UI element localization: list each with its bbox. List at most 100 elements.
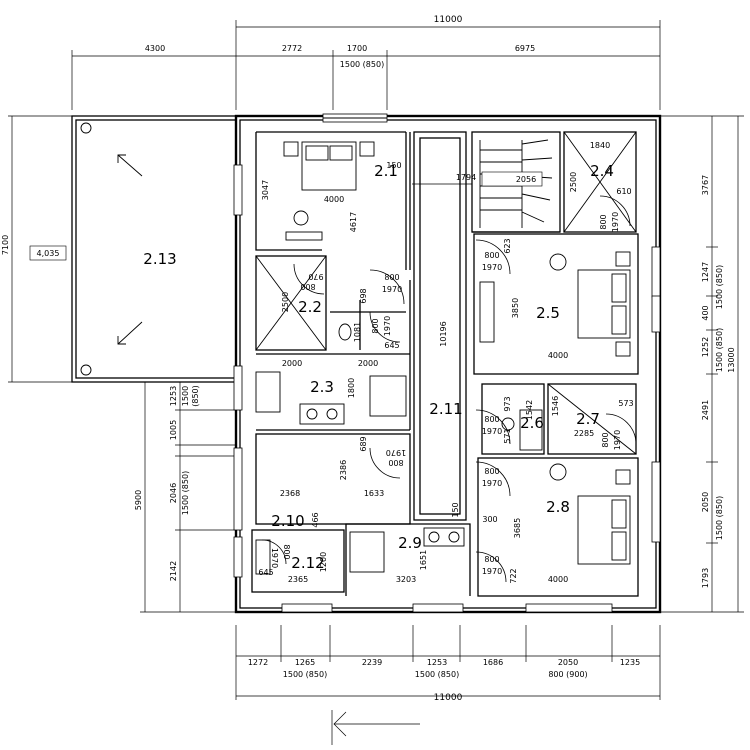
bottom-dim-7: 1235: [620, 658, 640, 667]
svg-text:800: 800: [599, 214, 608, 229]
svg-text:800: 800: [484, 415, 499, 424]
left-dim-window-1: 1500: [181, 386, 190, 406]
room-label-2-3: 2.3: [310, 378, 334, 396]
room-label-2-11: 2.11: [429, 400, 462, 418]
bottom-dim-2: 1265: [295, 658, 315, 667]
terrace-2-13: 2.13: [71, 115, 237, 383]
svg-text:1970: 1970: [611, 212, 620, 232]
right-overall-dim: 13000: [727, 347, 736, 372]
svg-text:150: 150: [386, 161, 401, 170]
svg-text:1970: 1970: [482, 263, 502, 272]
svg-text:1840: 1840: [590, 141, 610, 150]
svg-text:800: 800: [484, 467, 499, 476]
svg-text:2500: 2500: [569, 172, 578, 192]
left-dim-1: 1253: [169, 386, 178, 406]
svg-text:1200: 1200: [319, 552, 328, 572]
svg-text:571: 571: [503, 428, 512, 443]
right-dim-3: 400: [701, 305, 710, 320]
room-label-2-6: 2.6: [520, 414, 544, 432]
svg-text:(850): (850): [191, 385, 200, 407]
right-dim-6: 2050: [701, 492, 710, 512]
bottom-window-2: 1500 (850): [415, 670, 459, 679]
right-dim-1: 3767: [701, 175, 710, 195]
svg-text:3685: 3685: [513, 518, 522, 538]
svg-text:573: 573: [618, 399, 633, 408]
right-window-3: 1500 (850): [715, 496, 724, 540]
svg-text:1970: 1970: [386, 448, 406, 457]
svg-text:1651: 1651: [419, 550, 428, 570]
svg-text:1970: 1970: [482, 479, 502, 488]
svg-text:3047: 3047: [261, 180, 270, 200]
furniture: [255, 141, 631, 575]
bottom-dimensions: 1272 1265 2239 1253 1686 2050 1235 1500 …: [235, 625, 661, 745]
top-dim-4: 6975: [515, 44, 535, 53]
svg-text:4000: 4000: [548, 575, 568, 584]
svg-text:2365: 2365: [288, 575, 308, 584]
top-dim-1: 4300: [145, 44, 165, 53]
svg-text:1970: 1970: [613, 430, 622, 450]
room-labels: 2.1 2.2 2.3 2.4 2.5 2.6 2.7 2.8 2.9 2.10…: [271, 162, 614, 572]
right-dimensions: 13000 3767 1247 1500 (850) 400 1252 1500…: [660, 115, 744, 613]
top-dim-3: 1700: [347, 44, 367, 53]
svg-text:1633: 1633: [364, 489, 384, 498]
right-dim-4: 1252: [701, 337, 710, 357]
svg-text:689: 689: [359, 436, 368, 451]
svg-text:623: 623: [503, 238, 512, 253]
svg-text:2000: 2000: [358, 359, 378, 368]
svg-text:4617: 4617: [349, 212, 358, 232]
left-dim-window-2: 1500 (850): [181, 471, 190, 515]
svg-text:2285: 2285: [574, 429, 594, 438]
svg-text:3203: 3203: [396, 575, 416, 584]
svg-text:4000: 4000: [324, 195, 344, 204]
svg-text:1542: 1542: [525, 400, 534, 420]
svg-text:2386: 2386: [339, 460, 348, 480]
svg-text:722: 722: [509, 568, 518, 583]
bottom-dim-6: 2050: [558, 658, 578, 667]
left-dim-3: 2046: [169, 483, 178, 503]
svg-text:698: 698: [359, 288, 368, 303]
svg-text:4000: 4000: [548, 351, 568, 360]
svg-text:610: 610: [616, 187, 631, 196]
svg-text:10196: 10196: [439, 321, 448, 346]
svg-text:2000: 2000: [282, 359, 302, 368]
right-dim-7: 1793: [701, 568, 710, 588]
svg-text:973: 973: [503, 396, 512, 411]
bottom-window-3: 800 (900): [548, 670, 587, 679]
svg-text:970: 970: [308, 272, 323, 281]
room-label-2-7: 2.7: [576, 410, 600, 428]
room-label-2-4: 2.4: [590, 162, 614, 180]
staircase: 2056 1794: [412, 139, 553, 228]
room-label-2-1: 2.1: [374, 162, 398, 180]
svg-text:3850: 3850: [511, 298, 520, 318]
door-swings: [261, 195, 637, 583]
bottom-dim-3: 2239: [362, 658, 382, 667]
svg-text:800: 800: [282, 544, 291, 559]
svg-text:1970: 1970: [382, 285, 402, 294]
svg-text:1970: 1970: [482, 427, 502, 436]
left-overall-dim: 5900: [134, 490, 143, 510]
right-dim-5: 2491: [701, 400, 710, 420]
left-dim-4: 2142: [169, 561, 178, 581]
top-overall-dim: 11000: [434, 15, 463, 25]
room-label-2-10: 2.10: [271, 512, 304, 530]
stair-dim-1: 1794: [456, 173, 476, 182]
svg-text:466: 466: [311, 512, 320, 527]
svg-text:1970: 1970: [482, 567, 502, 576]
right-window-1: 1500 (850): [715, 265, 724, 309]
right-dim-2: 1247: [701, 262, 710, 282]
svg-text:800: 800: [484, 251, 499, 260]
top-window-dim: 1500 (850): [340, 60, 384, 69]
svg-text:800: 800: [300, 282, 315, 291]
svg-text:1970: 1970: [270, 548, 279, 568]
room-label-2-9: 2.9: [398, 534, 422, 552]
svg-text:2368: 2368: [280, 489, 300, 498]
windows: [233, 113, 661, 613]
svg-text:800: 800: [384, 273, 399, 282]
svg-text:800: 800: [601, 432, 610, 447]
svg-text:300: 300: [482, 515, 497, 524]
left-dim-2: 1005: [169, 420, 178, 440]
svg-text:2500: 2500: [281, 292, 290, 312]
top-dim-2: 2772: [282, 44, 302, 53]
svg-text:645: 645: [384, 341, 399, 350]
